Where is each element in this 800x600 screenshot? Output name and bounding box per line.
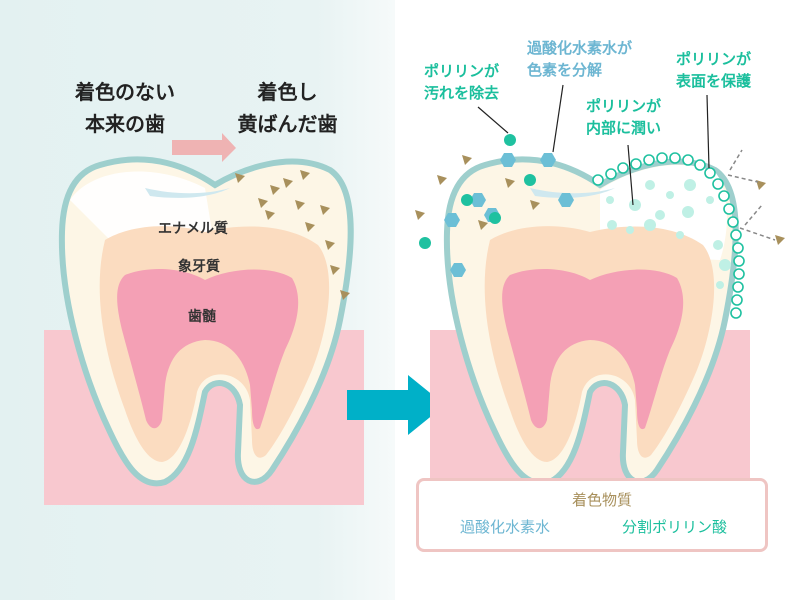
callout-leaders bbox=[477, 84, 710, 206]
callout-remove-stain: ポリリンが 汚れを除去 bbox=[424, 60, 499, 104]
enamel-label: エナメル質 bbox=[158, 221, 228, 237]
callout-moisturize: ポリリンが 内部に潤い bbox=[586, 95, 661, 139]
legend-polyphosphate: 分割ポリリン酸 bbox=[622, 518, 728, 536]
before-label: 着色のない 本来の歯 bbox=[55, 76, 195, 140]
arrow-right-icon bbox=[347, 375, 445, 435]
pulp-label: 歯髄 bbox=[188, 309, 216, 325]
legend bbox=[416, 478, 768, 552]
after-label-line1: 着色し bbox=[257, 80, 318, 104]
before-label-line1: 着色のない bbox=[75, 80, 175, 104]
arrow-small-icon bbox=[172, 133, 236, 162]
dentin-label: 象牙質 bbox=[178, 259, 220, 275]
polyphosphate-inside bbox=[606, 179, 731, 289]
polyphosphate-filled bbox=[419, 134, 536, 249]
tooth-left bbox=[62, 159, 351, 483]
callout-line: ポリリンが bbox=[676, 50, 752, 68]
callout-line: ポリリンが bbox=[586, 97, 662, 115]
motion-lines bbox=[727, 149, 776, 241]
callout-line: 色素を分解 bbox=[527, 61, 603, 79]
after-label-line2: 黄ばんだ歯 bbox=[237, 112, 338, 136]
callout-decompose-pigment: 過酸化水素水が 色素を分解 bbox=[527, 37, 632, 81]
callout-line: 表面を保護 bbox=[676, 72, 752, 90]
callout-line: 過酸化水素水が bbox=[527, 39, 633, 57]
after-label: 着色し 黄ばんだ歯 bbox=[225, 76, 350, 140]
callout-line: 内部に潤い bbox=[586, 119, 662, 137]
before-label-line2: 本来の歯 bbox=[85, 112, 165, 136]
legend-peroxide: 過酸化水素水 bbox=[460, 518, 551, 536]
callout-line: 汚れを除去 bbox=[424, 84, 500, 102]
callout-protect-surface: ポリリンが 表面を保護 bbox=[676, 48, 751, 92]
polyphosphate-coating bbox=[592, 152, 745, 319]
legend-stain: 着色物質 bbox=[572, 491, 633, 509]
callout-line: ポリリンが bbox=[424, 62, 500, 80]
